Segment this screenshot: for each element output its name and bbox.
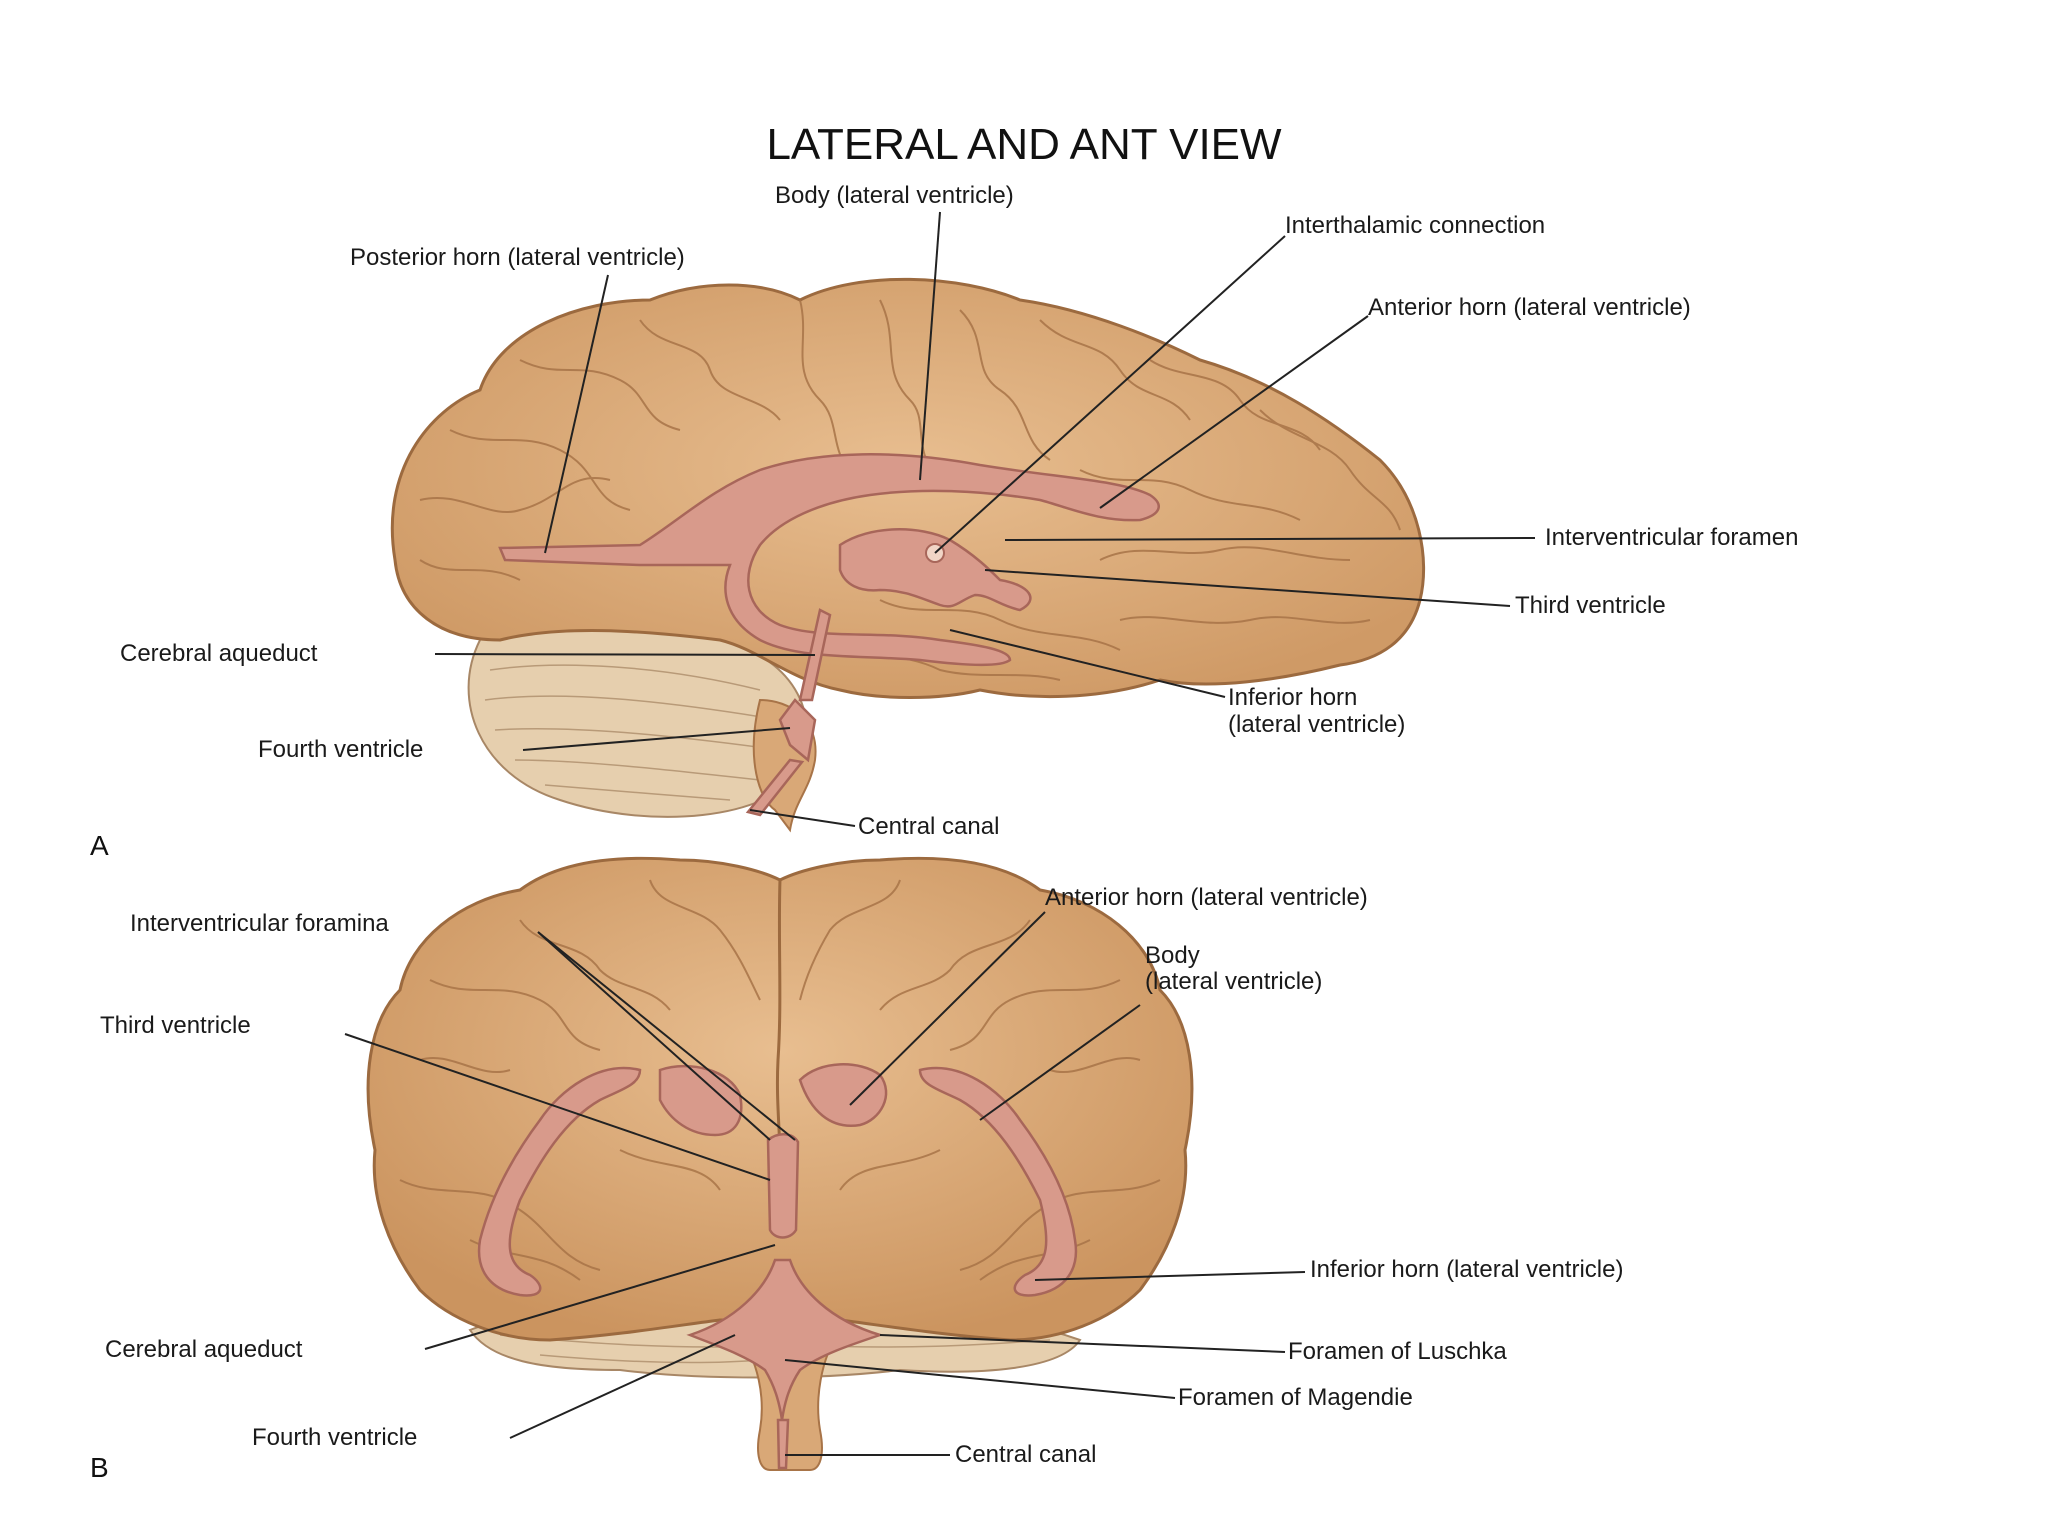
label-b-fourth-ventricle: Fourth ventricle	[252, 1424, 418, 1451]
leader-a-third-ventricle	[984, 569, 1511, 607]
label-b-foramen-luschka: Foramen of Luschka	[1288, 1338, 1507, 1365]
panel-letter-a: A	[90, 830, 109, 861]
leader-b-third-ventricle	[344, 1033, 771, 1181]
label-a-cerebral-aqueduct: Cerebral aqueduct	[120, 640, 318, 667]
leader-b-foramen-magendie	[784, 1359, 1176, 1399]
label-b-third-ventricle: Third ventricle	[100, 1012, 251, 1039]
label-a-interthalamic: Interthalamic connection	[1285, 212, 1546, 239]
right-anterior-horn-b	[798, 1063, 888, 1128]
leader-a-body	[919, 211, 941, 481]
lateral-view-brain	[390, 277, 1426, 833]
leader-a-interthalamic	[934, 235, 1286, 554]
leader-a-interventricular-foramen	[1004, 537, 1536, 541]
anterior-view-brain	[366, 856, 1194, 1471]
label-a-interventricular-foramen: Interventricular foramen	[1545, 524, 1799, 551]
label-a-body: Body (lateral ventricle)	[775, 182, 1014, 209]
leader-b-inferior-horn	[1034, 1271, 1306, 1281]
third-ventricle-b	[766, 1133, 800, 1239]
label-b-central-canal: Central canal	[955, 1441, 1097, 1468]
leader-b-cerebral-aqueduct	[424, 1244, 776, 1350]
label-b-body-line1: Body	[1145, 942, 1200, 969]
central-canal-a	[745, 758, 805, 817]
cerebrum-b	[366, 856, 1194, 1342]
leader-lines-a	[434, 211, 1536, 827]
label-b-foramen-magendie: Foramen of Magendie	[1178, 1384, 1413, 1411]
label-a-inferior-horn-line1: Inferior horn	[1228, 684, 1358, 711]
leader-b-foramen-luschka	[879, 1334, 1286, 1353]
gyri-lines-b	[399, 879, 1161, 1281]
label-a-third-ventricle: Third ventricle	[1515, 592, 1666, 619]
fourth-ventricle-a	[778, 698, 817, 763]
leader-a-posterior-horn	[544, 274, 609, 554]
cerebellum-folia-a	[484, 664, 781, 801]
leader-b-anterior-horn	[849, 911, 1046, 1106]
panel-letter-b: B	[90, 1452, 109, 1483]
label-a-central-canal: Central canal	[858, 813, 1000, 840]
central-canal-b	[776, 1418, 790, 1470]
label-b-interventricular-foramina: Interventricular foramina	[130, 910, 389, 937]
leader-a-inferior-horn	[949, 629, 1226, 698]
leader-a-anterior-horn	[1099, 315, 1369, 509]
leader-a-central-canal	[749, 809, 856, 827]
leader-a-fourth-ventricle	[522, 727, 791, 751]
label-a-inferior-horn-line2: (lateral ventricle)	[1228, 711, 1406, 738]
leader-b-foramina-1	[537, 931, 771, 1141]
ventricles-b	[477, 1063, 1078, 1470]
label-a-posterior-horn: Posterior horn (lateral ventricle)	[350, 244, 685, 271]
lateral-ventricle-a	[498, 453, 1160, 667]
left-anterior-horn-b	[658, 1065, 743, 1137]
right-lateral-ventricle-b	[918, 1066, 1078, 1297]
leader-b-fourth-ventricle	[509, 1334, 736, 1439]
leader-lines-b	[344, 911, 1306, 1456]
label-a-anterior-horn: Anterior horn (lateral ventricle)	[1368, 294, 1691, 321]
leader-b-body	[979, 1004, 1141, 1121]
left-lateral-ventricle-b	[477, 1066, 642, 1297]
leader-a-cerebral-aqueduct	[434, 653, 816, 656]
label-b-body-line2: (lateral ventricle)	[1145, 968, 1323, 995]
leader-b-foramina-2	[537, 931, 796, 1141]
label-b-inferior-horn: Inferior horn (lateral ventricle)	[1310, 1256, 1624, 1283]
label-a-fourth-ventricle: Fourth ventricle	[258, 736, 424, 763]
slide-title: LATERAL AND ANT VIEW	[766, 120, 1282, 169]
label-b-anterior-horn: Anterior horn (lateral ventricle)	[1045, 884, 1368, 911]
label-b-cerebral-aqueduct: Cerebral aqueduct	[105, 1336, 303, 1363]
ventricles-a	[498, 453, 1160, 817]
